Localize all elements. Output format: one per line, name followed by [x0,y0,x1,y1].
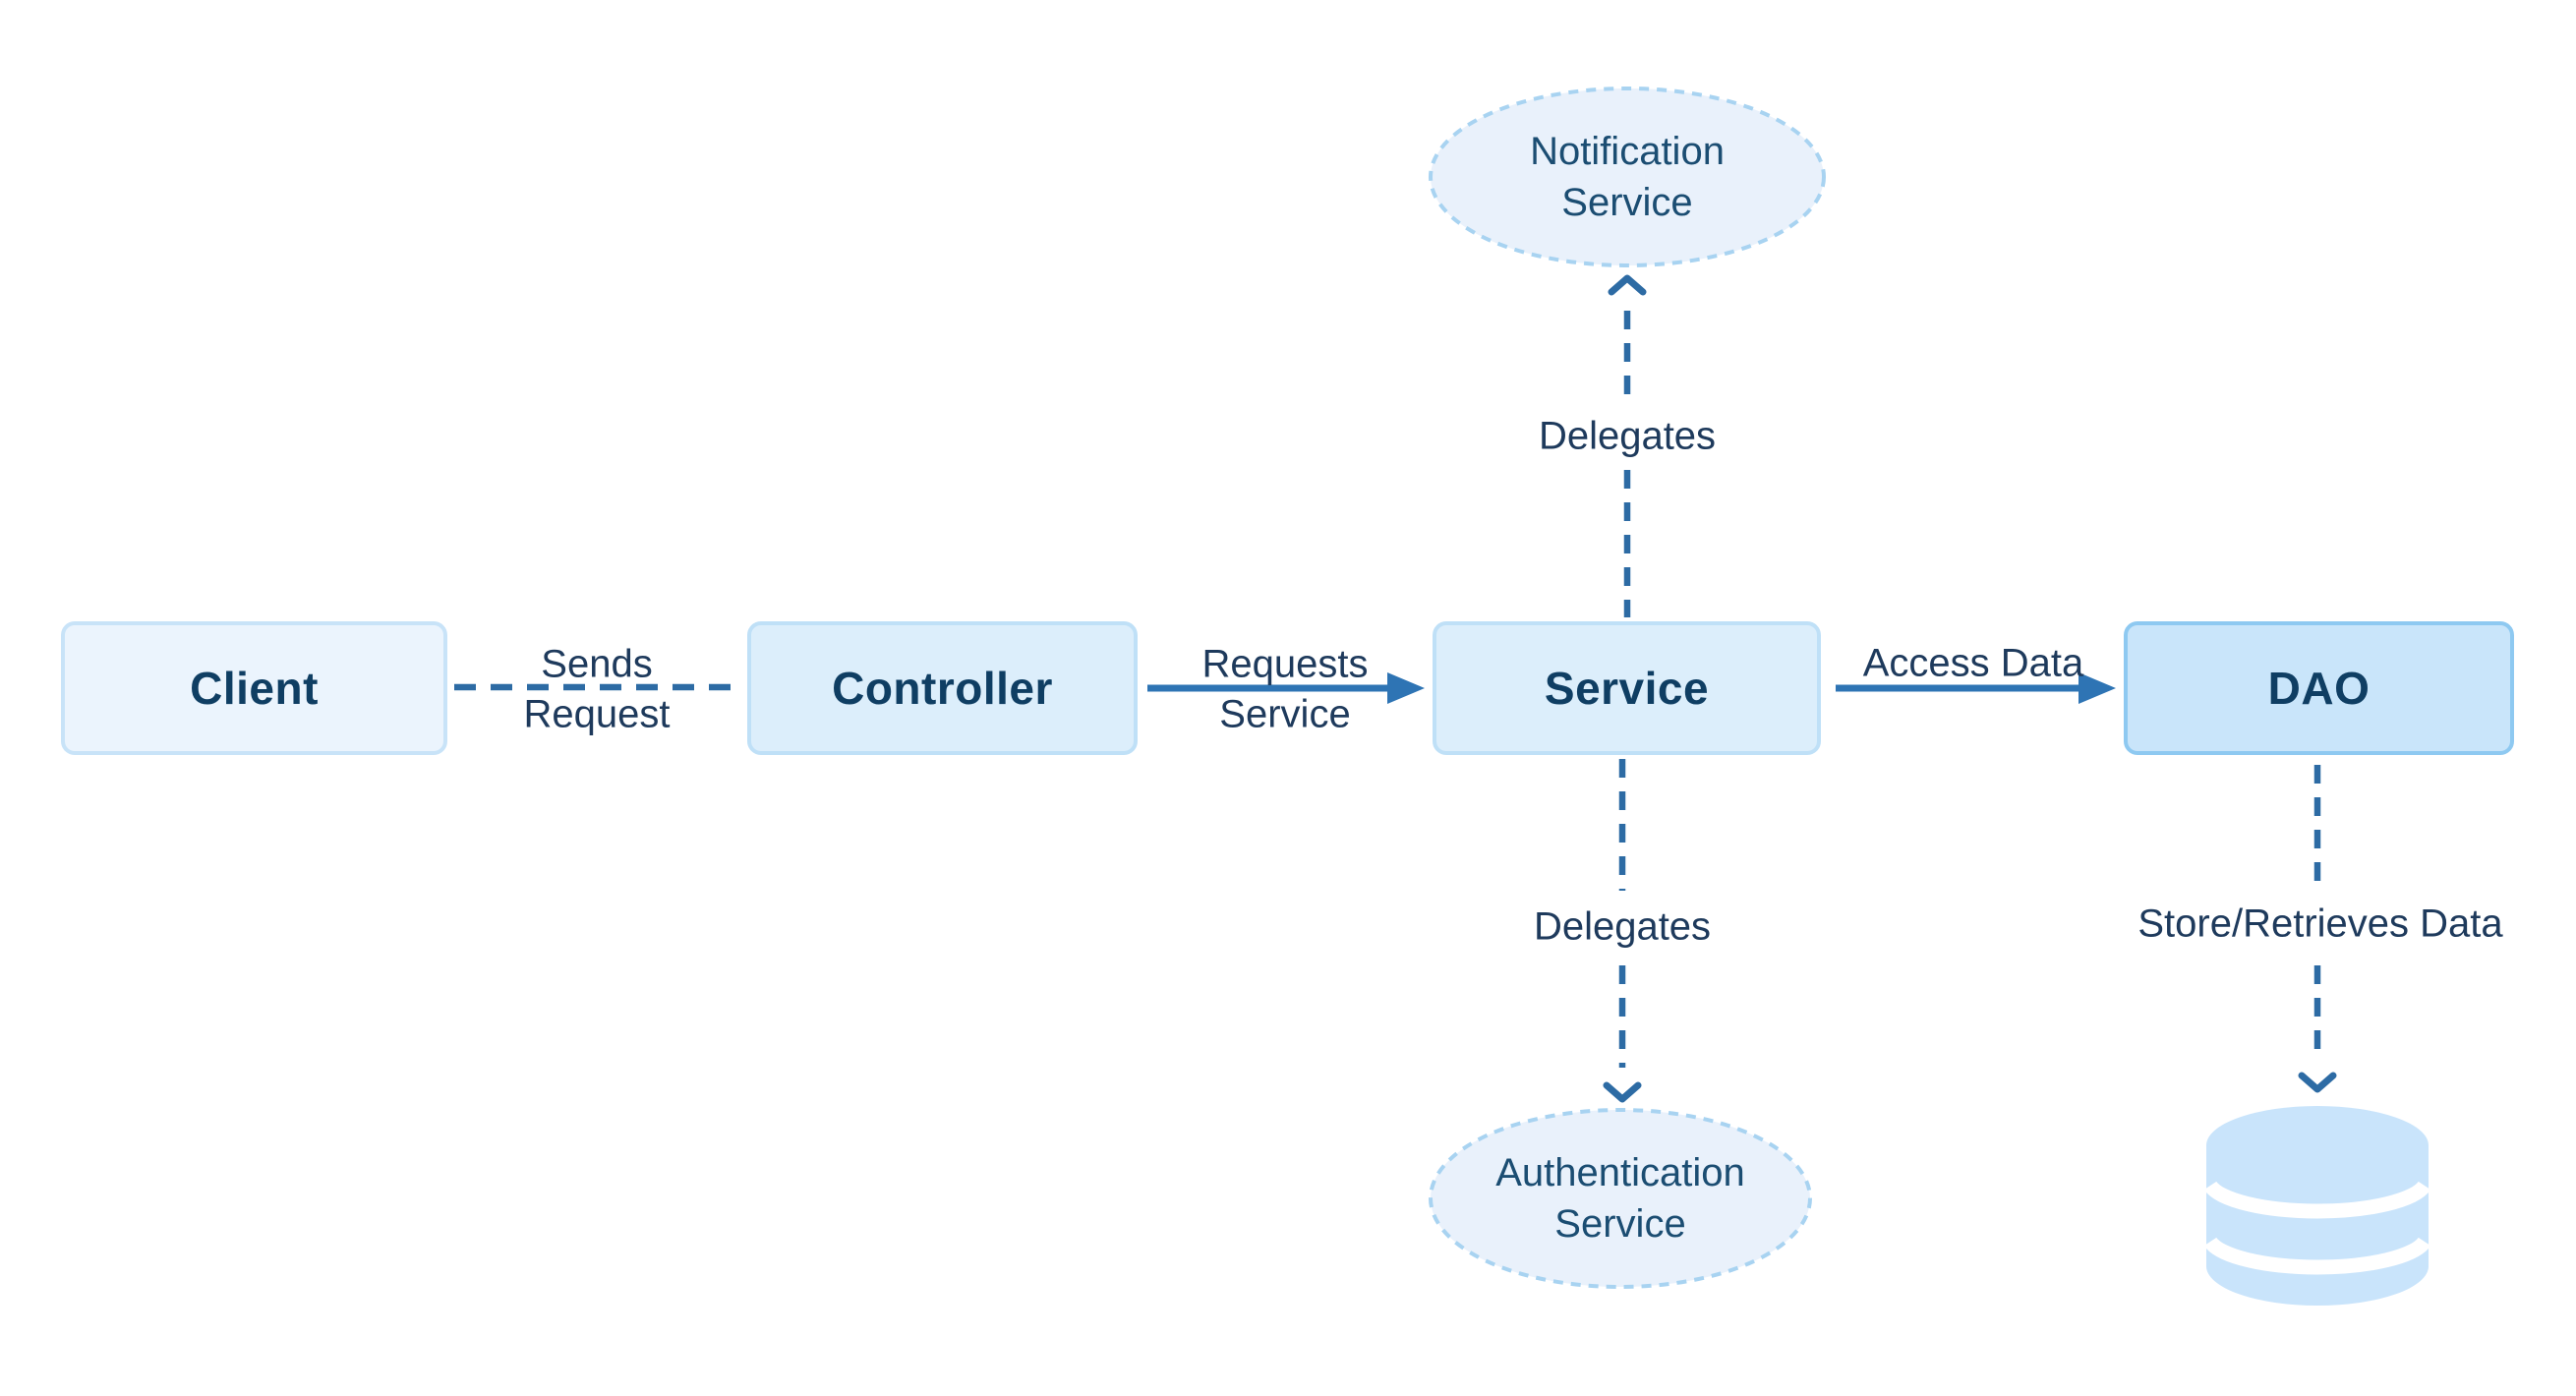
node-service: Service [1433,621,1821,755]
database-cylinder-band-top [2203,1181,2431,1219]
edge-dao-database-arrowhead-icon [2298,1072,2337,1093]
node-dao-label: DAO [2267,663,2371,714]
node-client: Client [61,621,447,755]
edge-service-notification-arrowhead-icon [1608,274,1647,296]
edge-label-request: Request [523,692,671,736]
node-service-label: Service [1544,663,1710,714]
authentication-service-label-line1: Authentication [1495,1151,1745,1194]
authentication-service-label: Authentication Service [1495,1147,1745,1250]
node-dao: DAO [2124,621,2514,755]
edge-label-delegates-top: Delegates [1538,414,1717,458]
edge-service-authentication-arrowhead-icon [1603,1081,1642,1103]
authentication-service-label-line2: Service [1554,1202,1686,1246]
edge-controller-service-arrowhead-icon [1387,672,1425,704]
node-controller: Controller [747,621,1138,755]
edge-label-store-retrieves-data: Store/Retrieves Data [2137,902,2503,946]
edge-service-dao-arrowhead-icon [2078,672,2116,704]
edge-label-delegates-bottom: Delegates [1533,904,1712,949]
notification-service-label-line2: Service [1561,181,1693,224]
notification-service-ellipse [1429,87,1826,267]
database-cylinder-icon [2203,1106,2431,1306]
node-client-label: Client [190,663,319,714]
edge-label-service: Service [1219,692,1351,736]
edge-label-requests: Requests [1201,642,1369,686]
edge-label-access-data: Access Data [1862,641,2084,685]
database-cylinder-band-bottom [2203,1237,2431,1275]
authentication-service-ellipse [1429,1108,1812,1289]
node-controller-label: Controller [832,663,1053,714]
notification-service-label-line1: Notification [1530,130,1725,173]
edge-label-sends: Sends [541,642,653,686]
notification-service-label: Notification Service [1530,126,1725,228]
